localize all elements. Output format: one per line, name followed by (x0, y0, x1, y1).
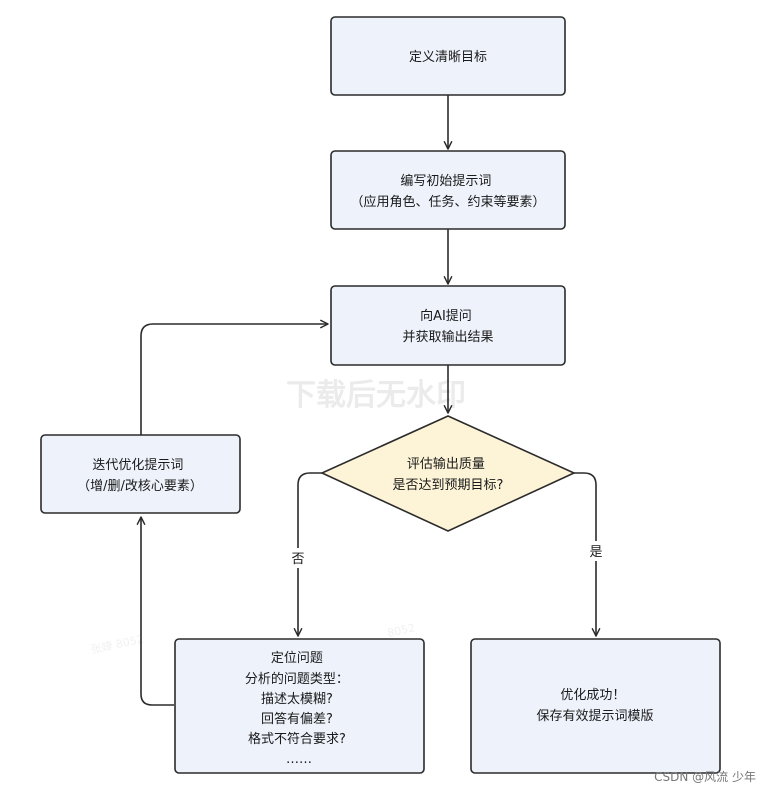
node-iterate-line-2: （增/删/改核心要素） (77, 479, 203, 494)
edge-label-no: 否 (291, 552, 304, 567)
node-write-prompt: 编写初始提示词 （应用角色、任务、约束等要素） (330, 150, 566, 230)
node-locate-problem: 定位问题 分析的问题类型： 描述太模糊? 回答有偏差? 格式不符合要求? …… (174, 638, 425, 774)
node-locate-line-4: 回答有偏差? (261, 711, 333, 727)
watermark-small-2: 8052 (386, 621, 416, 640)
edge-locate-to-iterate (136, 516, 174, 706)
node-success-line-1: 优化成功！ (560, 688, 625, 703)
node-locate-line-1: 定位问题 (271, 651, 323, 666)
edges (136, 95, 601, 706)
edge-label-yes-bg (585, 541, 607, 561)
node-define-goal-line-1: 定义清晰目标 (409, 50, 487, 65)
node-ask-ai-line-2: 并获取输出结果 (402, 329, 493, 345)
svg-text:向AI提问 并获取输出结果: 向AI提问 并获取输出结果 (402, 308, 493, 345)
node-evaluate-line-2: 是否达到预期目标? (393, 478, 504, 493)
node-success: 优化成功！ 保存有效提示词模版 (470, 638, 721, 774)
svg-text:定义清晰目标: 定义清晰目标 (409, 50, 487, 65)
svg-text:定位问题 分析的问题类型： 描述太模: 定位问题 分析的问题类型： 描述太模糊? 回答有偏差? 格式不符合要求? …… (245, 651, 353, 767)
node-define-goal: 定义清晰目标 (330, 16, 566, 96)
node-ask-ai-line-1: 向AI提问 (420, 308, 472, 324)
node-iterate-line-1: 迭代优化提示词 (92, 457, 183, 473)
svg-text:迭代优化提示词 （增/删/改核心要素）: 迭代优化提示词 （增/删/改核心要素） (77, 457, 203, 494)
watermark-text: 下载后无水印 (286, 378, 466, 413)
node-locate-line-3: 描述太模糊? (261, 691, 333, 707)
node-ask-ai: 向AI提问 并获取输出结果 (330, 285, 566, 366)
node-write-prompt-line-1: 编写初始提示词 (400, 173, 491, 189)
edge-iterate-to-ask (140, 319, 329, 435)
edge-evaluate-yes (574, 472, 601, 637)
edge-evaluate-no (293, 472, 322, 637)
node-locate-line-2: 分析的问题类型： (245, 671, 349, 687)
node-evaluate-line-1: 评估输出质量 (407, 456, 485, 472)
svg-text:评估输出质量 是否达到预期目标?: 评估输出质量 是否达到预期目标? (393, 456, 504, 493)
svg-text:编写初始提示词 （应用角色、任务、约束等要素）: 编写初始提示词 （应用角色、任务、约束等要素） (350, 173, 545, 210)
node-success-line-2: 保存有效提示词模版 (536, 708, 653, 724)
node-evaluate: 评估输出质量 是否达到预期目标? (320, 415, 576, 532)
credit-text: CSDN @风流 少年 (654, 770, 756, 784)
watermark-small-1: 张婕 8052 (90, 632, 145, 657)
svg-text:优化成功！ 保存有效提示词模版: 优化成功！ 保存有效提示词模版 (536, 688, 653, 724)
node-locate-line-5: 格式不符合要求? (248, 731, 346, 747)
node-locate-line-6: …… (286, 752, 312, 767)
node-write-prompt-line-2: （应用角色、任务、约束等要素） (350, 194, 545, 210)
edge-label-no-bg (287, 548, 309, 568)
node-iterate: 迭代优化提示词 （增/删/改核心要素） (40, 434, 241, 514)
edge-label-yes: 是 (589, 545, 602, 560)
